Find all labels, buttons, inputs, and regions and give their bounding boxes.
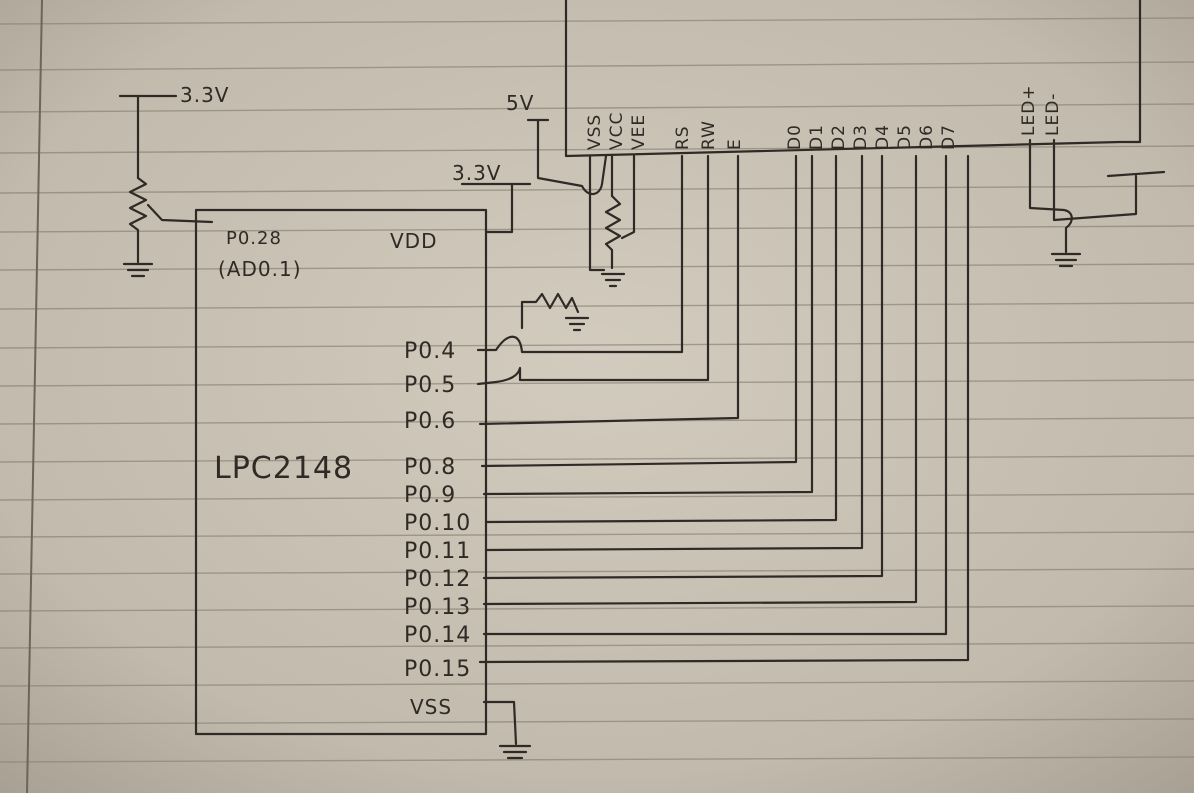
chip-name-label: LPC2148	[214, 451, 353, 486]
mcu-pin-label: P0.12	[404, 567, 471, 592]
mcu-pin-label: P0.11	[404, 539, 471, 564]
lcd-pin-label: D5	[895, 124, 915, 150]
mcu-pin-label: P0.14	[404, 623, 471, 648]
wire-p0-12-d4	[482, 154, 884, 580]
mcu-ground-symbol	[498, 744, 532, 760]
lcd-supply-label: 5V	[506, 91, 534, 115]
lcd-pin-label: E	[725, 138, 745, 150]
lcd-pin-label: D6	[917, 124, 937, 150]
led-minus-wire	[1052, 138, 1166, 222]
contrast-pot-ground	[600, 272, 626, 288]
lpc2148-chip-outline	[194, 208, 488, 736]
lcd-pin-label: D1	[807, 124, 827, 150]
wire-p0-5-rw	[476, 154, 710, 386]
labels: 3.3V P0.28 (AD0.1) VDD 3.3V 5V LPC2148 V…	[180, 83, 534, 719]
contrast-wiper-wire	[620, 154, 636, 240]
mcu-pin-label: P0.6	[404, 409, 456, 434]
mcu-pin-label: P0.5	[404, 373, 456, 398]
schematic-ink	[118, 0, 1166, 760]
pot-supply-wire	[118, 94, 178, 180]
adc-pin-label: P0.28	[226, 228, 282, 249]
adc-pin-function-label: (AD0.1)	[218, 257, 302, 281]
vdd-label: VDD	[390, 229, 437, 253]
mcu-vss-label: VSS	[410, 695, 452, 719]
mcu-pin-label: P0.10	[404, 511, 471, 536]
pullup-resistor-symbol	[520, 292, 580, 330]
contrast-pot-symbol	[604, 194, 622, 270]
lcd-pin-label: LED-	[1043, 93, 1063, 136]
mcu-pin-label: P0.15	[404, 657, 471, 682]
wire-p0-10-d2	[484, 154, 838, 524]
mcu-pin-label: P0.9	[404, 483, 456, 508]
lcd-vss-wire	[588, 154, 606, 272]
lcd-pin-label: RS	[673, 125, 693, 150]
led-ground-symbol	[1050, 252, 1082, 268]
pullup-ground	[564, 316, 590, 332]
lcd-pin-label: VCC	[607, 112, 627, 150]
wire-p0-13-d5	[482, 154, 918, 606]
lcd-pin-label: D4	[873, 124, 893, 150]
mcu-supply-label: 3.3V	[452, 161, 502, 185]
margin-line	[26, 0, 43, 793]
wire-p0-11-d3	[484, 154, 864, 552]
mcu-pin-label: P0.8	[404, 455, 456, 480]
vdd-supply-wire	[460, 182, 532, 234]
lcd-pin-label: VSS	[585, 114, 605, 150]
mcu-pin-label: P0.13	[404, 595, 471, 620]
pot-supply-label: 3.3V	[180, 83, 230, 107]
wire-p0-15-d7	[478, 154, 970, 664]
lcd-pin-label: LED+	[1019, 84, 1039, 136]
lcd-module-outline	[564, 0, 1142, 158]
lcd-pin-label: RW	[699, 120, 719, 150]
wire-p0-4-rs	[476, 154, 684, 354]
lcd-5v-supply	[526, 118, 608, 196]
lcd-pin-label: D3	[851, 124, 871, 150]
led-plus-wire	[1028, 138, 1073, 254]
wire-p0-14-d6	[482, 154, 948, 636]
lcd-pin-label: D2	[829, 124, 849, 150]
lcd-pin-label: D7	[939, 124, 959, 150]
mcu-pin-label: P0.4	[404, 339, 456, 364]
wire-p0-6-e	[478, 154, 740, 426]
potentiometer-symbol	[128, 176, 148, 264]
pot-wiper-wire	[146, 203, 214, 224]
lcd-pin-label: VEE	[629, 114, 649, 150]
lcd-pin-labels: VSS VCC VEE RS RW E D0 D1 D2 D3 D4 D5 D6…	[585, 84, 1063, 150]
wire-p0-9-d1	[482, 154, 814, 496]
lcd-pin-label: D0	[785, 124, 805, 150]
wire-p0-8-d0	[480, 154, 798, 468]
pot-ground-symbol	[122, 262, 154, 278]
mcu-vss-wire	[482, 700, 518, 746]
